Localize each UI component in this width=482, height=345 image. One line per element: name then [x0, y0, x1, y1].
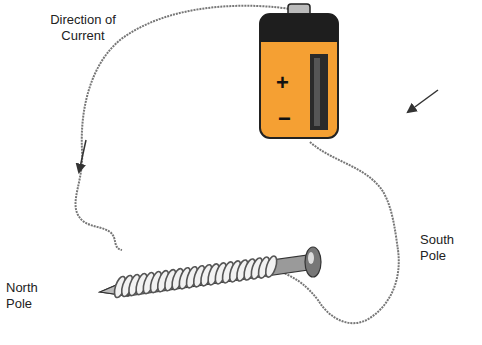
- pole-label: North Pole: [6, 280, 50, 312]
- wire: [274, 142, 399, 323]
- negative-sign: −: [278, 108, 291, 130]
- iron-nail: [100, 247, 321, 296]
- coil-turn: [264, 255, 279, 279]
- current-label: Direction of Current: [38, 12, 128, 44]
- current-arrow: [79, 140, 86, 172]
- pole-label: South Pole: [420, 232, 468, 264]
- positive-sign: +: [276, 72, 289, 94]
- coil-windings: [112, 255, 279, 299]
- current-arrow: [408, 90, 438, 112]
- battery: +−: [252, 2, 344, 142]
- battery-shape: [252, 2, 344, 142]
